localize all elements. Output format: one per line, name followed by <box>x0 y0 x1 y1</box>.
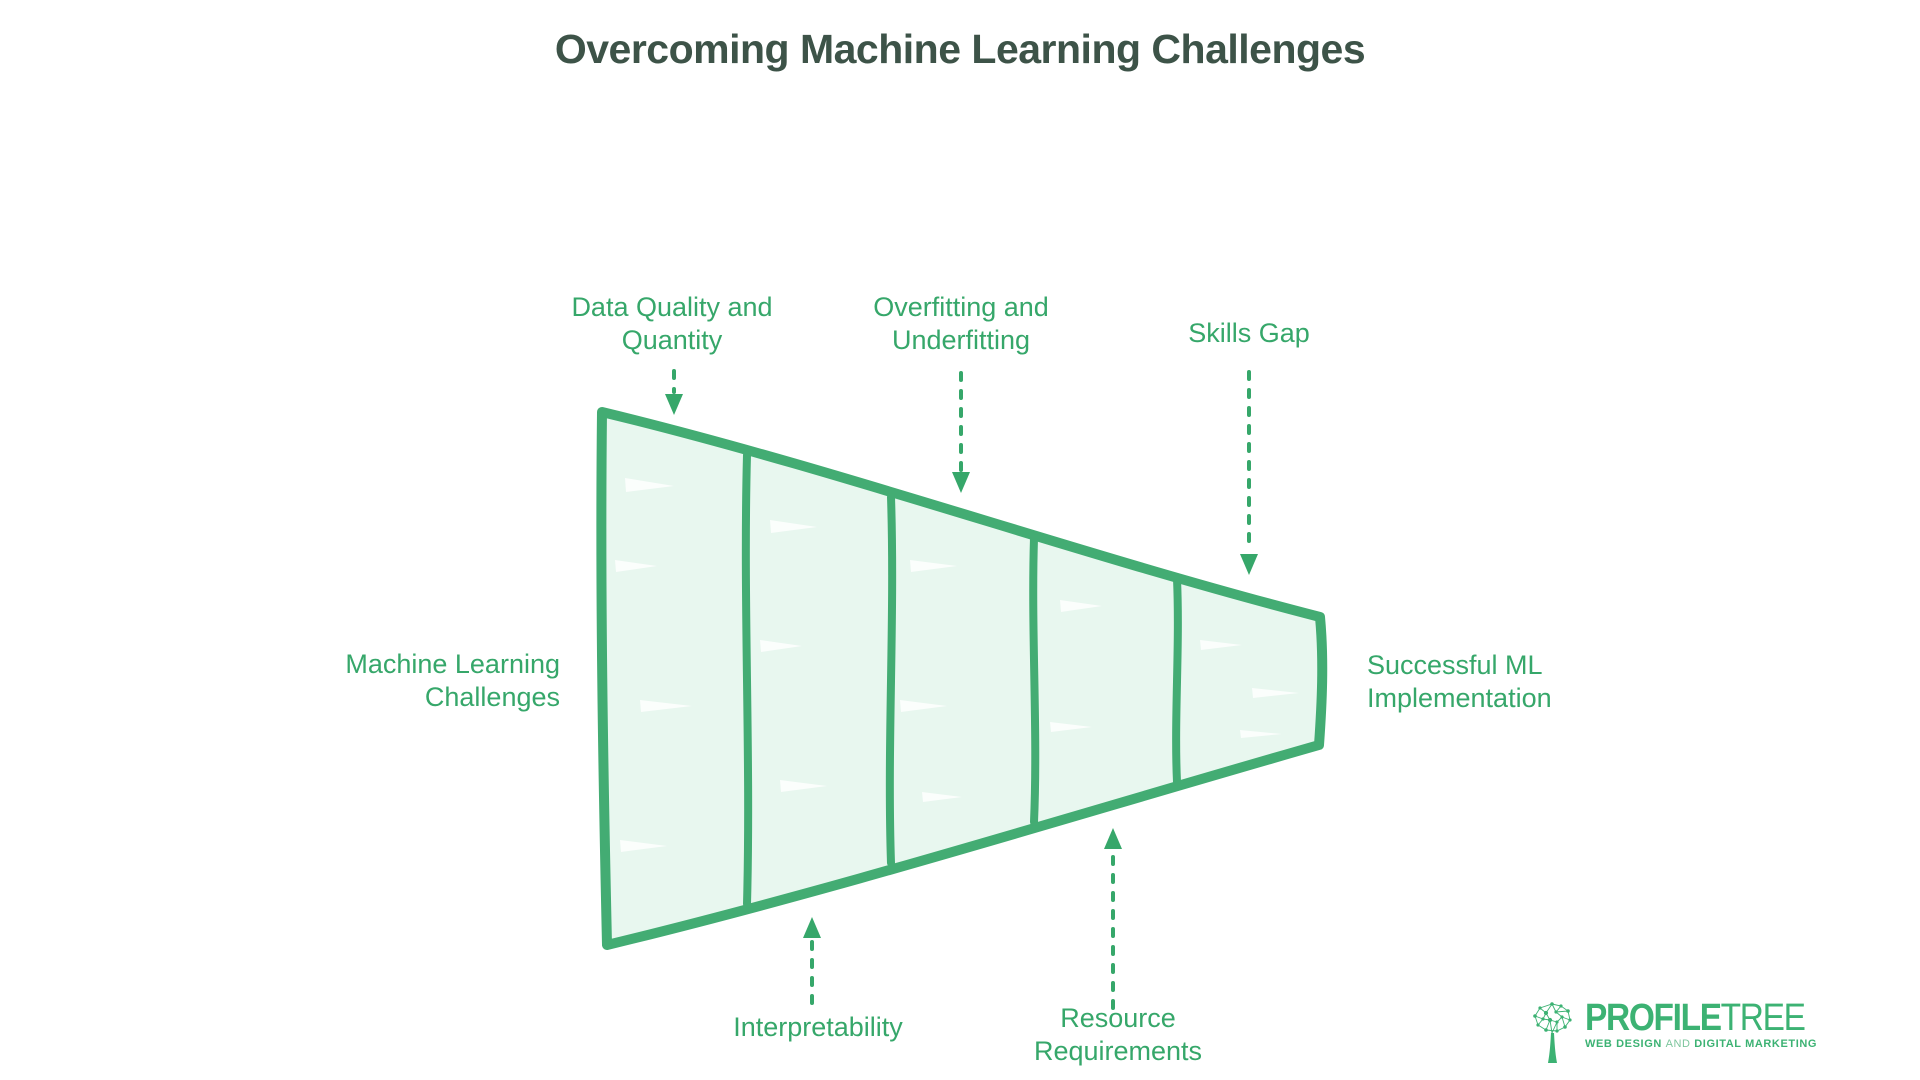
funnel-input-label: Machine Learning Challenges <box>345 649 560 712</box>
callout-interpretability: Interpretability <box>733 1012 903 1042</box>
profiletree-logo-text: PROFILETREE WEB DESIGN AND DIGITAL MARKE… <box>1585 997 1835 1050</box>
brand-bold: PROFILE <box>1585 997 1722 1039</box>
brand-light: TREE <box>1720 997 1806 1039</box>
arrow-data-quality <box>665 369 683 415</box>
arrow-overfitting <box>952 371 970 493</box>
funnel-highlight-streaks <box>615 478 1299 852</box>
funnel-divider-3 <box>1029 534 1040 826</box>
arrow-resource <box>1104 828 1122 1010</box>
funnel-divider-4 <box>1172 575 1182 786</box>
callout-overfitting: Overfitting and Underfitting <box>873 292 1049 355</box>
funnel-shape <box>596 407 1328 950</box>
profiletree-logo: PROFILETREE WEB DESIGN AND DIGITAL MARKE… <box>1528 997 1835 1064</box>
callout-data-quality: Data Quality and Quantity <box>571 292 773 355</box>
arrow-skills-gap <box>1240 370 1258 575</box>
funnel-output-label: Successful ML Implementation <box>1367 650 1552 713</box>
callout-resource: Resource Requirements <box>1033 1003 1203 1066</box>
funnel-divider-2 <box>885 493 897 867</box>
profiletree-brand: PROFILETREE <box>1585 997 1806 1039</box>
callout-skills-gap: Skills Gap <box>1188 318 1310 348</box>
page-title: Overcoming Machine Learning Challenges <box>554 26 1366 72</box>
arrow-interpretability <box>803 917 821 1005</box>
profiletree-tagline: WEB DESIGN AND DIGITAL MARKETING <box>1585 1038 1818 1050</box>
funnel-divider-1 <box>741 451 753 908</box>
profiletree-tree-icon <box>1533 1002 1572 1063</box>
